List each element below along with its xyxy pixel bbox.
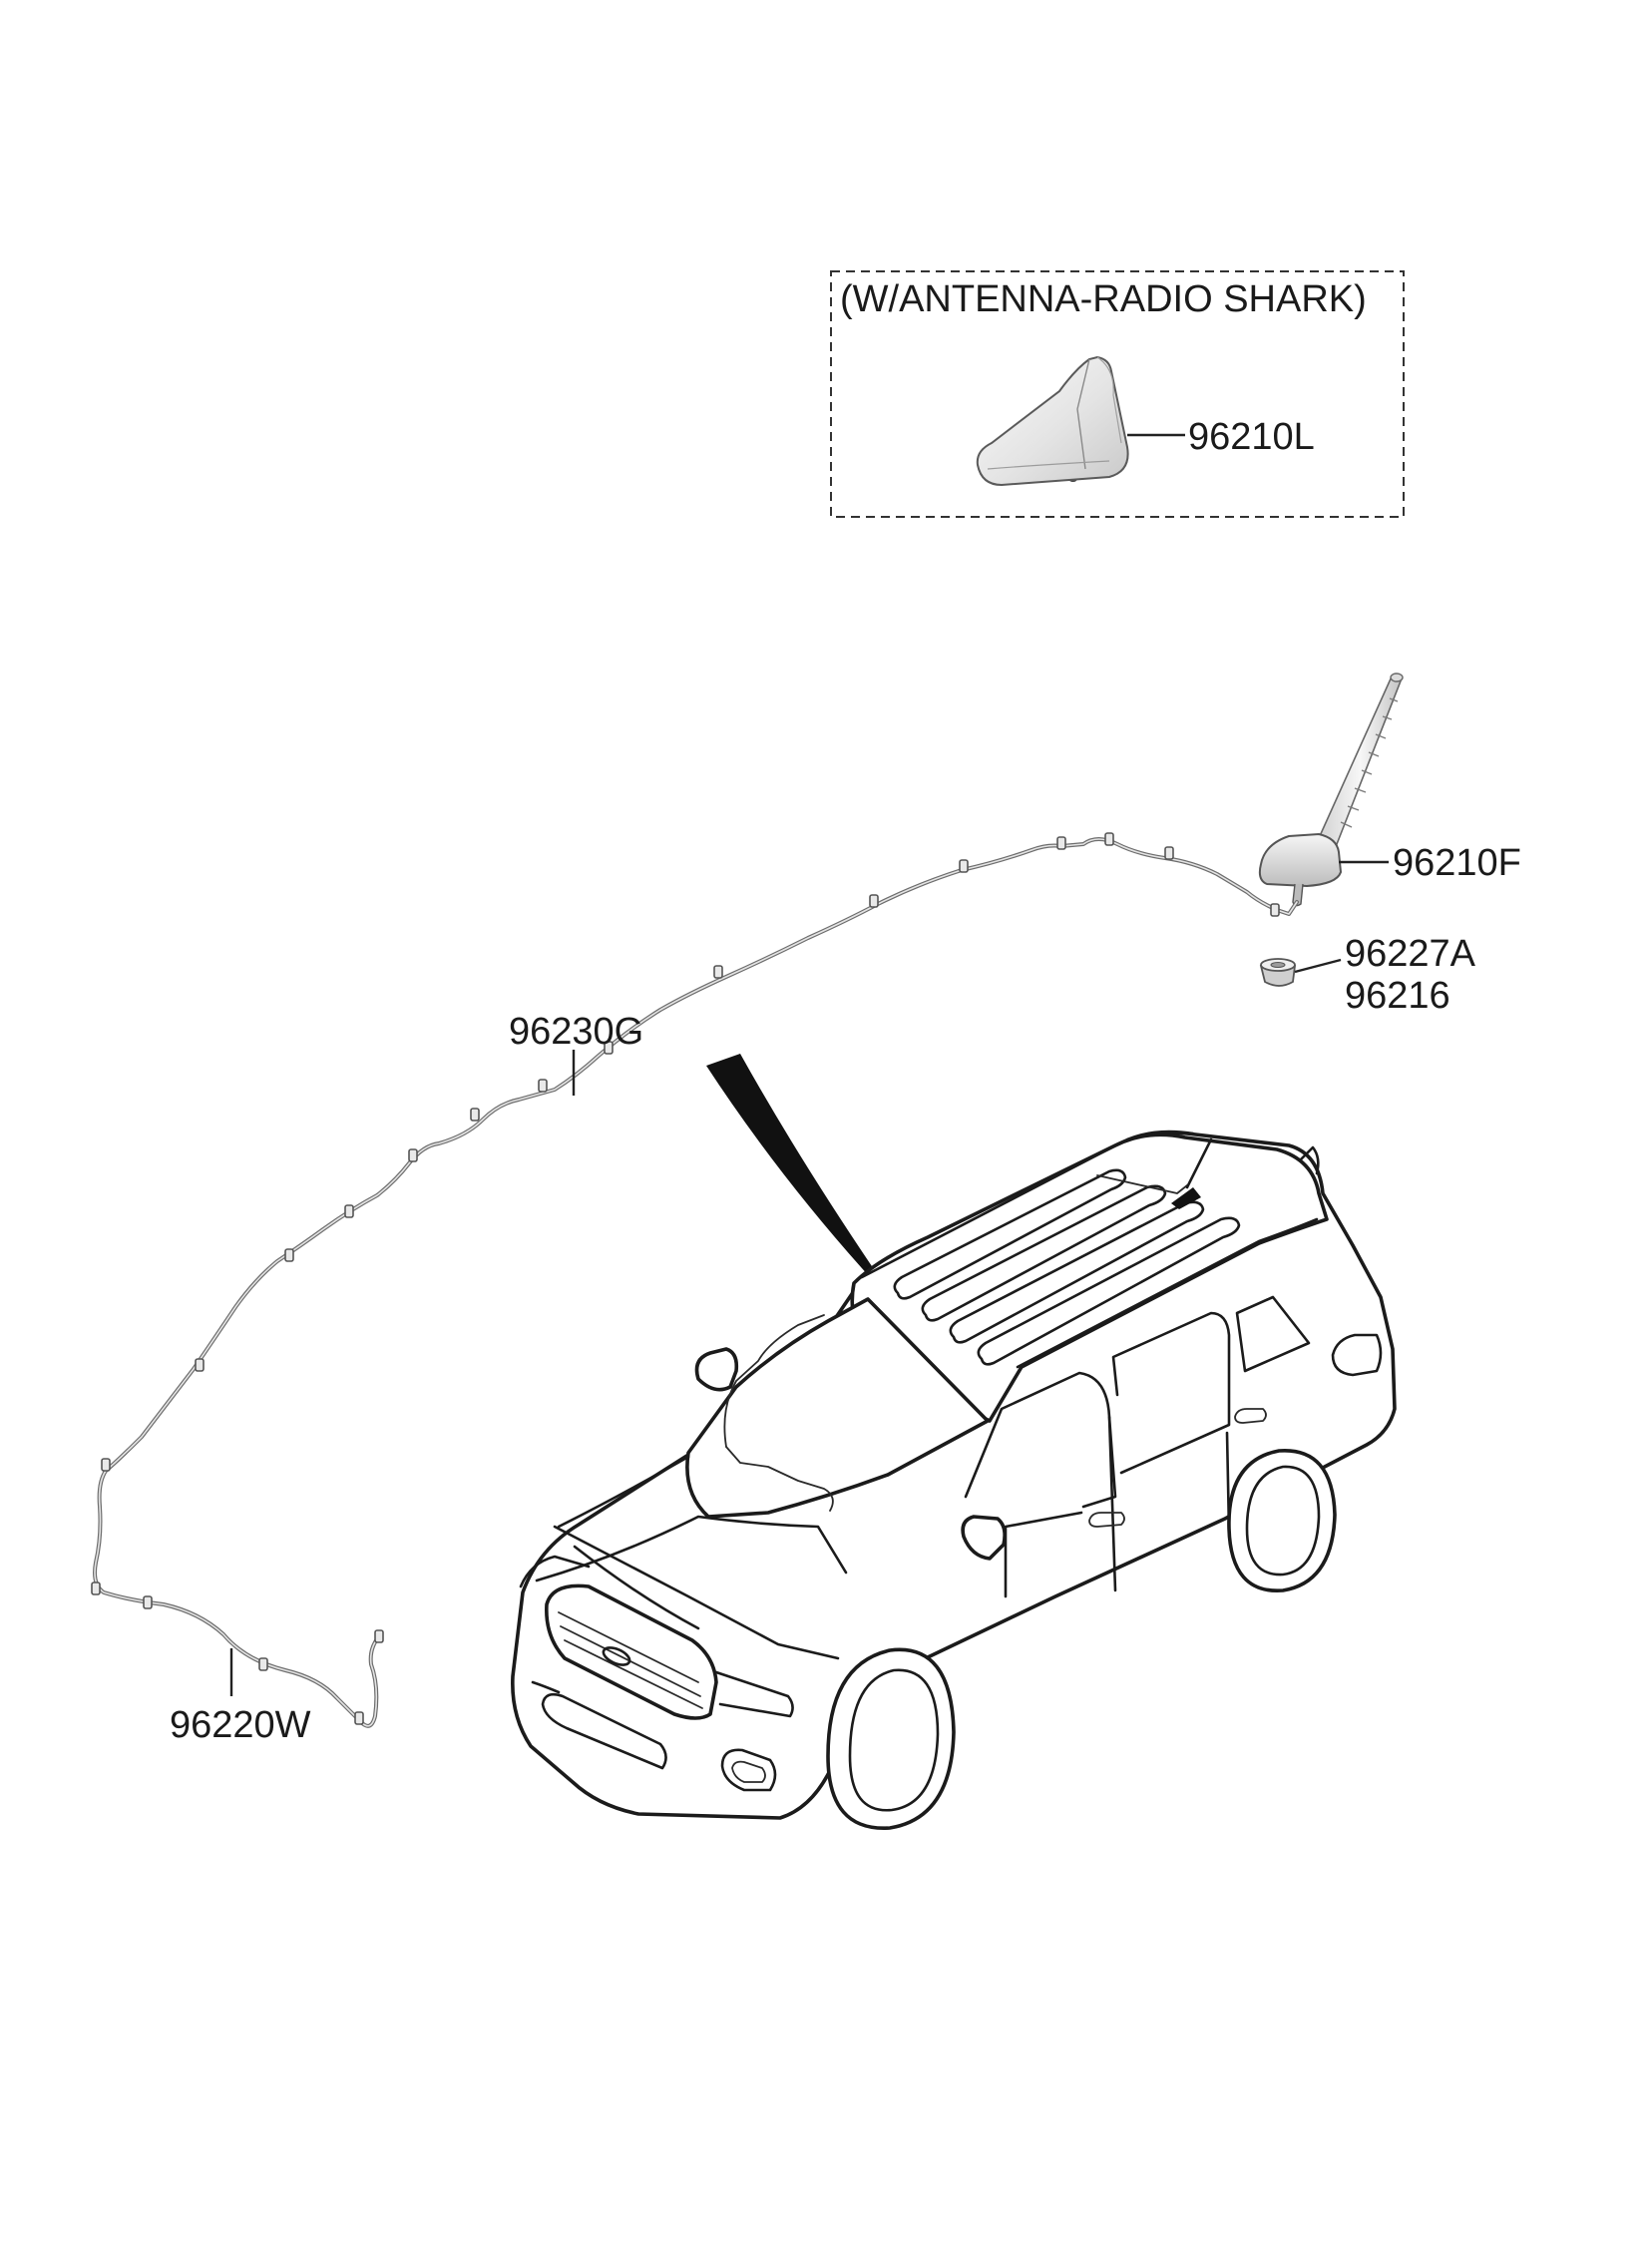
cable-clips: [91, 832, 1280, 1725]
antenna-cable-96230G: [104, 837, 1299, 1473]
label-96230G: 96230G: [509, 1011, 643, 1053]
label-96210L: 96210L: [1188, 416, 1315, 458]
label-96210F: 96210F: [1393, 842, 1521, 884]
option-box: (W/ANTENNA-RADIO SHARK) 96210L: [830, 270, 1405, 518]
antenna-nut: [1259, 958, 1297, 987]
label-96227A: 96227A: [1345, 933, 1476, 975]
shark-fin-antenna: [976, 355, 1129, 487]
leader-96227A: [1294, 958, 1342, 974]
label-96216: 96216: [1345, 975, 1450, 1017]
pole-antenna: [1258, 673, 1404, 907]
label-96220W: 96220W: [170, 1704, 311, 1746]
option-box-title: (W/ANTENNA-RADIO SHARK): [840, 278, 1367, 320]
antenna-cable-96220W: [93, 1469, 381, 1728]
suv-illustration: [511, 1129, 1397, 1830]
option-box-frame: [830, 270, 1405, 518]
location-arrow: [706, 1054, 878, 1277]
